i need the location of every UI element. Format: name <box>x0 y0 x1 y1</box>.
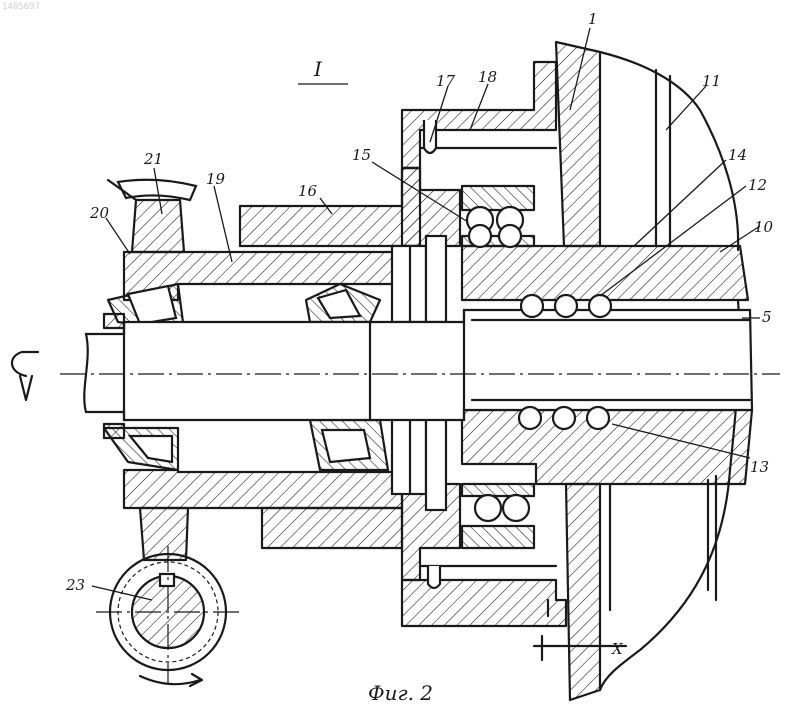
rotation-arrow <box>12 352 38 400</box>
callout-17: 17 <box>436 72 456 90</box>
gear-23 <box>96 508 240 686</box>
bearing-15-top <box>462 186 534 247</box>
callout-10: 10 <box>754 218 774 236</box>
ball-bushing-13 <box>519 407 609 429</box>
callout-13: 13 <box>750 458 769 476</box>
tapered-bearing-right-top <box>306 284 380 322</box>
callout-14: 14 <box>728 146 747 164</box>
bearing-15-bottom <box>462 484 534 548</box>
callout-19: 19 <box>206 170 226 188</box>
callout-16: 16 <box>298 182 318 200</box>
callout-11: 11 <box>702 72 721 90</box>
callout-5: 5 <box>762 308 772 326</box>
tapered-bearing-right-bottom <box>310 420 388 470</box>
callout-21: 21 <box>143 150 163 168</box>
callout-12: 12 <box>748 176 767 194</box>
ball-bushing-12 <box>521 295 611 317</box>
archive-stamp: 1405697 <box>2 2 40 12</box>
view-label: I <box>313 57 323 81</box>
callout-18: 18 <box>478 68 497 86</box>
figure-caption: Фиг. 2 <box>368 681 433 705</box>
callout-23: 23 <box>65 576 85 594</box>
shaft-5 <box>84 310 752 420</box>
callout-15: 15 <box>352 146 371 164</box>
callout-20: 20 <box>89 204 110 222</box>
section-mark-right: X <box>611 640 624 658</box>
callout-1: 1 <box>588 10 598 28</box>
